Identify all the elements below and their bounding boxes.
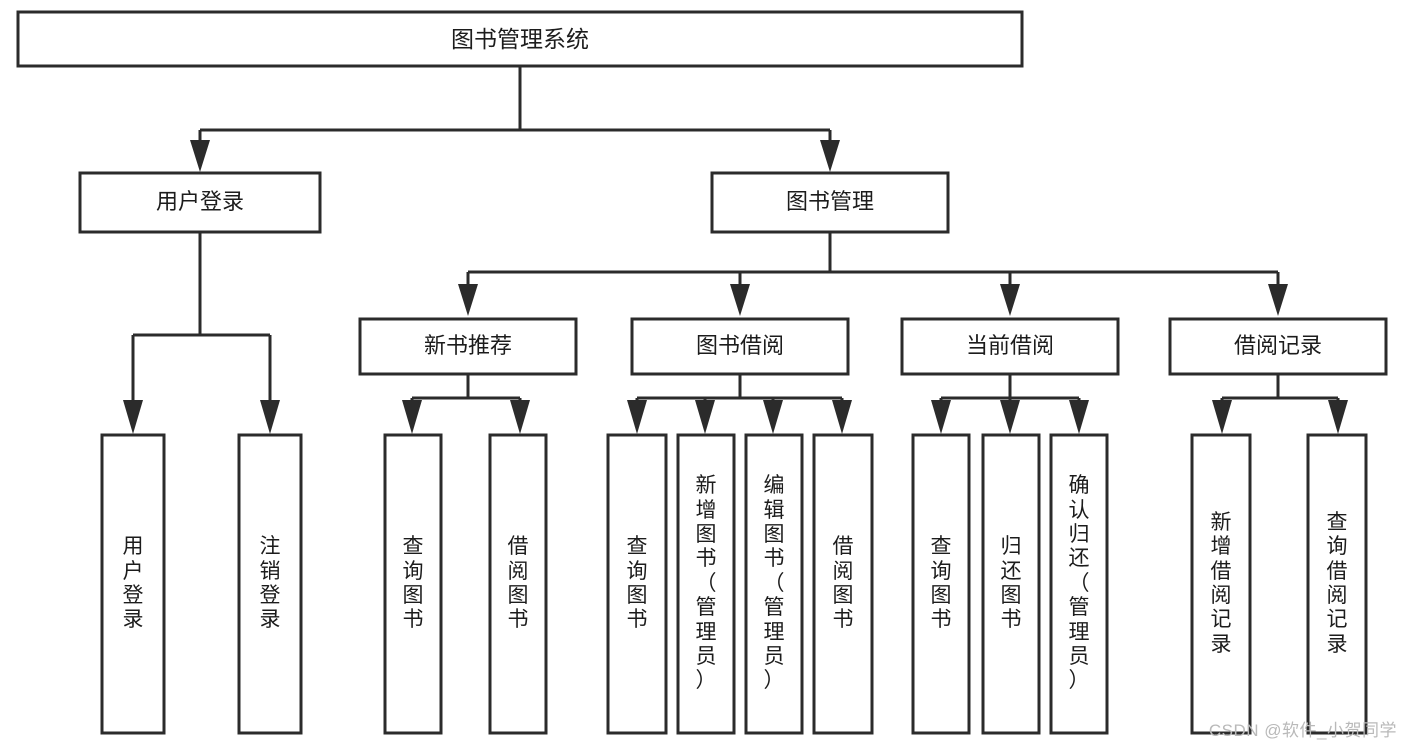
arrow-head-leaf-borrow-book-2 (832, 400, 852, 434)
arrow-head-to-borrow-record (1268, 284, 1288, 316)
leaf-user-login-rect[interactable] (100, 433, 166, 735)
arrow-head-leaf-edit-book-admin (763, 400, 783, 434)
node-borrow-record-label: 借阅记录 (1234, 333, 1322, 358)
node-borrow-record-rect[interactable] (1168, 317, 1388, 376)
node-user-login[interactable]: 用户登录 (78, 171, 322, 234)
connector-group-borrow-record (1212, 374, 1348, 434)
leaf-add-borrow-record-rect[interactable] (1190, 433, 1252, 735)
leaf-confirm-return-admin-rect[interactable] (1049, 433, 1109, 735)
arrow-head-leaf-query-book-3 (931, 400, 951, 434)
node-borrow-record[interactable]: 借阅记录 (1168, 317, 1388, 376)
root-node-library-management-system[interactable]: 图书管理系统 (16, 10, 1024, 68)
arrow-head-leaf-borrow-book-1 (510, 400, 530, 434)
arrow-head-leaf-confirm-return-admin (1069, 400, 1089, 434)
arrow-head-leaf-user-login (123, 400, 143, 434)
node-new-book-recommend-rect[interactable] (358, 317, 578, 376)
arrow-head-to-user-login (190, 140, 210, 172)
connector-group-root (190, 66, 840, 172)
leaf-edit-book-admin-rect[interactable] (744, 433, 804, 735)
node-book-borrow[interactable]: 图书借阅 (630, 317, 850, 376)
leaf-query-book-3-rect[interactable] (911, 433, 971, 735)
root-node-label: 图书管理系统 (451, 26, 589, 52)
connector-group-new-book-recommend (402, 374, 530, 434)
arrow-head-to-new-book-recommend (458, 284, 478, 316)
leaf-query-book-2-rect[interactable] (606, 433, 668, 735)
leaf-borrow-book-1-rect[interactable] (488, 433, 548, 735)
node-book-borrow-label: 图书借阅 (696, 333, 784, 358)
arrow-head-leaf-add-borrow-record (1212, 400, 1232, 434)
node-current-borrow-label: 当前借阅 (966, 333, 1054, 358)
csdn-watermark: CSDN @软件_小贺同学 (1208, 721, 1397, 740)
arrow-head-leaf-query-book-2 (627, 400, 647, 434)
node-new-book-recommend-label: 新书推荐 (424, 333, 512, 358)
arrow-head-leaf-return-book (1000, 400, 1020, 434)
leaf-add-book-admin-rect[interactable] (676, 433, 736, 735)
connector-group-book-borrow (627, 374, 852, 434)
node-book-management-rect[interactable] (710, 171, 950, 234)
arrow-head-to-book-borrow (730, 284, 750, 316)
arrow-head-leaf-query-borrow-record (1328, 400, 1348, 434)
node-user-login-rect[interactable] (78, 171, 322, 234)
leaf-query-book-1-rect[interactable] (383, 433, 443, 735)
node-user-login-label: 用户登录 (156, 189, 244, 214)
connector-group-book-management (458, 232, 1288, 316)
leaf-borrow-book-2-rect[interactable] (812, 433, 874, 735)
root-node-rect[interactable] (16, 10, 1024, 68)
connector-group-current-borrow (931, 374, 1089, 434)
connector-group-user-login (123, 232, 280, 434)
arrow-head-leaf-logout (260, 400, 280, 434)
leaf-return-book-rect[interactable] (981, 433, 1041, 735)
arrow-head-leaf-query-book-1 (402, 400, 422, 434)
arrow-head-to-book-management (820, 140, 840, 172)
node-new-book-recommend[interactable]: 新书推荐 (358, 317, 578, 376)
arrow-head-leaf-add-book-admin (695, 400, 715, 434)
arrow-head-to-current-borrow (1000, 284, 1020, 316)
node-book-management-label: 图书管理 (786, 189, 874, 214)
node-book-management[interactable]: 图书管理 (710, 171, 950, 234)
node-current-borrow[interactable]: 当前借阅 (900, 317, 1120, 376)
leaf-query-borrow-record-rect[interactable] (1306, 433, 1368, 735)
leaf-logout-rect[interactable] (237, 433, 303, 735)
node-book-borrow-rect[interactable] (630, 317, 850, 376)
node-current-borrow-rect[interactable] (900, 317, 1120, 376)
